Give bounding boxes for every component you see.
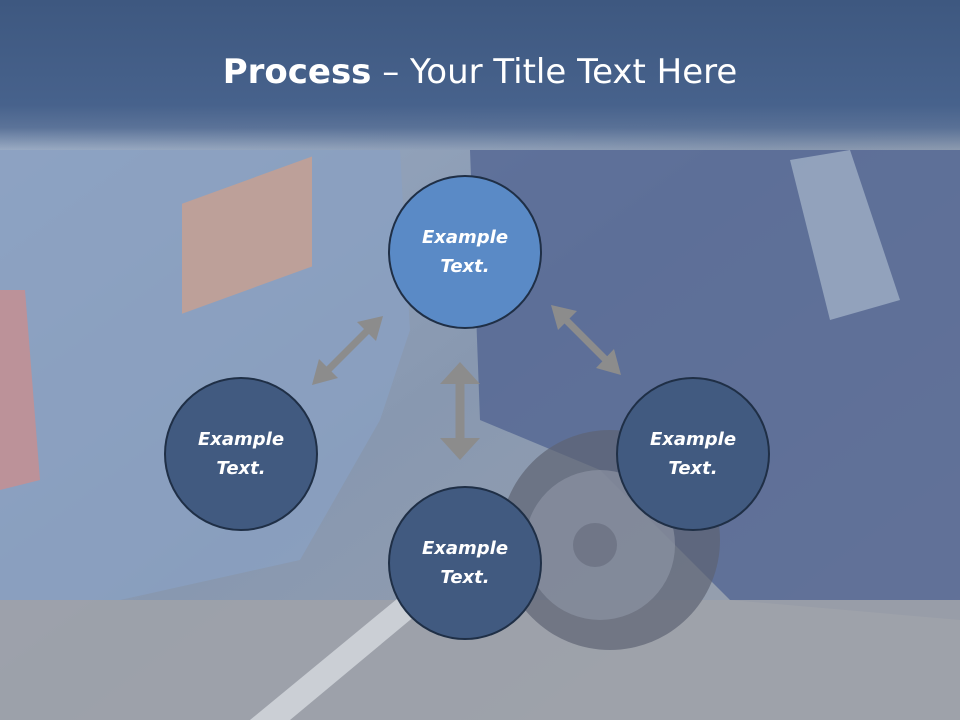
page-title: Process – Your Title Text Here	[0, 52, 960, 92]
arrow-top-right	[551, 305, 621, 375]
arrow-top-left	[312, 316, 383, 385]
title-rest: – Your Title Text Here	[371, 52, 738, 92]
title-bold: Process	[222, 52, 372, 92]
process-node-top: Example Text.	[388, 175, 542, 329]
process-node-bottom: Example Text.	[388, 486, 542, 640]
node-text-top: Example Text.	[421, 227, 509, 277]
arrow-vertical	[440, 362, 480, 460]
process-node-left: Example Text.	[164, 377, 318, 531]
node-text-right: Example Text.	[649, 429, 737, 479]
title-bar	[0, 0, 960, 150]
node-text-left: Example Text.	[197, 429, 285, 479]
node-text-bottom: Example Text.	[421, 538, 509, 588]
process-node-right: Example Text.	[616, 377, 770, 531]
